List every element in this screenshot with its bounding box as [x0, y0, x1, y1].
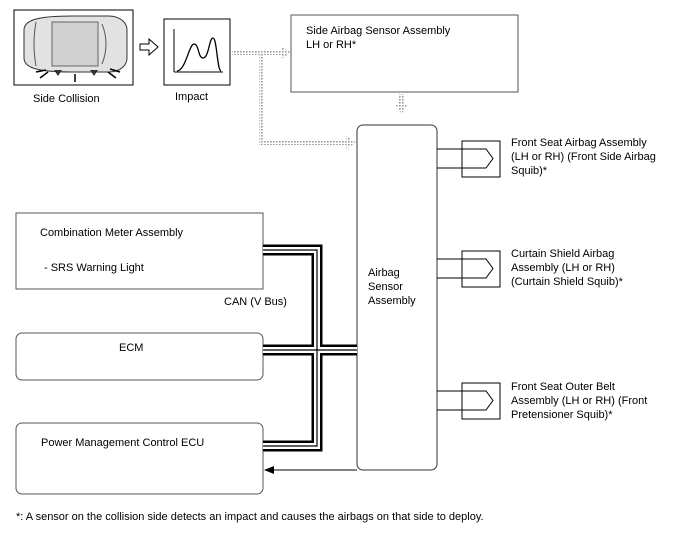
can-bus-cable [263, 244, 357, 452]
airbag-sensor-assembly-label: Airbag Sensor Assembly [368, 267, 416, 307]
power-management-ecu-box [15, 422, 264, 495]
impact-waveform-icon [163, 18, 231, 86]
side-airbag-sensor-box [290, 14, 519, 93]
sensor-to-ecu-arrow [264, 466, 357, 474]
squib-connection-pretensioner [437, 382, 501, 420]
power-management-ecu-label: Power Management Control ECU [41, 437, 205, 449]
impact-caption: Impact [175, 91, 209, 103]
car-top-view-icon [13, 9, 134, 86]
side-airbag-sensor-label: Side Airbag Sensor Assembly LH or RH* [306, 25, 451, 51]
front-seat-airbag-label: Front Seat Airbag Assembly (LH or RH) (F… [511, 137, 656, 177]
footnote: *: A sensor on the collision side detect… [16, 511, 484, 523]
impact-signal-arrows [232, 46, 408, 149]
curtain-shield-airbag-label: Curtain Shield Airbag Assembly (LH or RH… [511, 248, 623, 288]
pretensioner-label: Front Seat Outer Belt Assembly (LH or RH… [511, 381, 648, 421]
srs-warning-light-label: - SRS Warning Light [44, 262, 144, 274]
combination-meter-title: Combination Meter Assembly [40, 227, 184, 239]
combination-meter-box [15, 212, 264, 290]
flow-arrow-icon [139, 37, 159, 57]
can-bus-label: CAN (V Bus) [224, 296, 287, 308]
ecm-label: ECM [119, 342, 144, 354]
airbag-sensor-assembly-box [356, 124, 438, 471]
squib-connection-front-seat [437, 140, 501, 178]
squib-connection-curtain-shield [437, 250, 501, 288]
side-collision-caption: Side Collision [33, 93, 100, 105]
ecm-box [15, 332, 264, 381]
